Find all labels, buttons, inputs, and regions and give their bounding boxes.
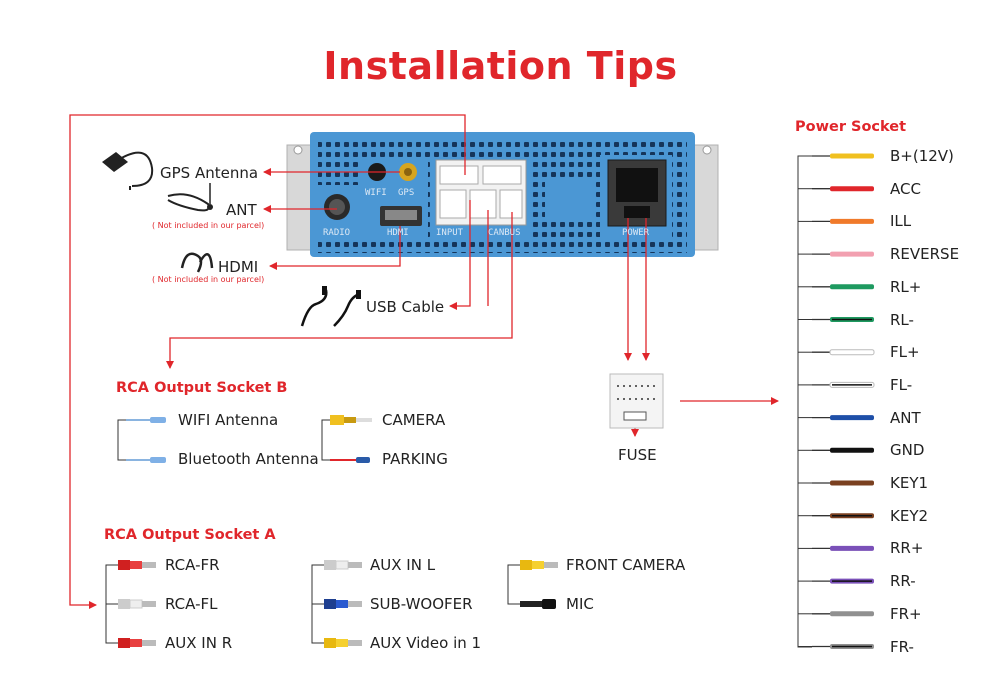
hdmi-note: ( Not included in our parcel) xyxy=(152,275,265,284)
port-label-gps: GPS xyxy=(398,188,415,198)
port-label-input: INPUT xyxy=(436,228,464,238)
rca-b-parking: PARKING xyxy=(382,450,448,468)
usb-cable-icon xyxy=(300,286,361,327)
rca-a-mic: MIC xyxy=(566,595,594,613)
port-label-power: POWER xyxy=(622,228,650,238)
usb-cable-label: USB Cable xyxy=(366,298,445,316)
wire-label: FL- xyxy=(890,375,913,394)
wire-label: ILL xyxy=(890,212,912,231)
wire-label: REVERSE xyxy=(890,245,960,264)
rca-a-aux-in-r: AUX IN R xyxy=(165,634,233,652)
rca-b-wifi-antenna: WIFI Antenna xyxy=(178,411,279,429)
power-socket-title: Power Socket xyxy=(795,119,907,135)
wire-acc xyxy=(830,186,874,192)
wire-rr- xyxy=(830,545,874,551)
gps-antenna-icon xyxy=(102,151,154,190)
rca-b-camera: CAMERA xyxy=(382,411,446,429)
fuse-box xyxy=(609,373,664,429)
rca-a-aux-video-in-1: AUX Video in 1 xyxy=(370,634,482,652)
wire-fl- xyxy=(829,349,875,356)
wire-fr- xyxy=(830,611,874,617)
wire-label: FR- xyxy=(890,637,914,656)
wire-ill xyxy=(830,218,874,224)
wire-ant xyxy=(830,415,874,421)
rca-b-title: RCA Output Socket B xyxy=(116,380,288,396)
hdmi-cable-icon xyxy=(180,252,214,273)
fuse-label: FUSE xyxy=(618,446,657,464)
port-label-canbus: CANBUS xyxy=(488,228,521,238)
wire-label: FR+ xyxy=(890,604,922,623)
wire-rl- xyxy=(830,284,874,290)
wire-b-12v- xyxy=(830,153,874,159)
wire-key1 xyxy=(830,480,874,486)
port-label-radio: RADIO xyxy=(323,228,351,238)
ant-label: ANT xyxy=(226,201,257,219)
rca-a-sub-woofer: SUB-WOOFER xyxy=(370,595,473,613)
port-label-wifi: WIFI xyxy=(365,188,387,198)
rca-a-fr: RCA-FR xyxy=(165,556,220,574)
wire-reverse xyxy=(830,251,874,257)
wire-label: RL+ xyxy=(890,277,922,296)
ant-antenna-icon xyxy=(167,183,213,212)
wire-label: ANT xyxy=(890,408,921,427)
rca-a-aux-in-l: AUX IN L xyxy=(370,556,436,574)
page-title: Installation Tips xyxy=(323,44,678,88)
gps-antenna-label: GPS Antenna xyxy=(160,164,259,182)
wire-label: FL+ xyxy=(890,343,920,362)
rca-b-bluetooth-antenna: Bluetooth Antenna xyxy=(178,450,319,468)
wire-label: RR+ xyxy=(890,539,924,558)
hdmi-label: HDMI xyxy=(218,258,259,276)
head-unit xyxy=(286,132,719,257)
wire-label: ACC xyxy=(890,179,921,198)
wire-label: RR- xyxy=(890,572,916,591)
rca-a-front-camera: FRONT CAMERA xyxy=(566,556,686,574)
wire-label: B+(12V) xyxy=(890,147,954,165)
rca-a-fl: RCA-FL xyxy=(165,595,218,613)
ant-note: ( Not included in our parcel) xyxy=(152,221,265,230)
rca-a-title: RCA Output Socket A xyxy=(104,527,276,543)
wire-label: GND xyxy=(890,441,925,460)
wire-label: KEY1 xyxy=(890,474,929,492)
wire-label: KEY2 xyxy=(890,506,929,525)
port-label-hdmi: HDMI xyxy=(387,228,409,238)
wire-label: RL- xyxy=(890,310,914,329)
